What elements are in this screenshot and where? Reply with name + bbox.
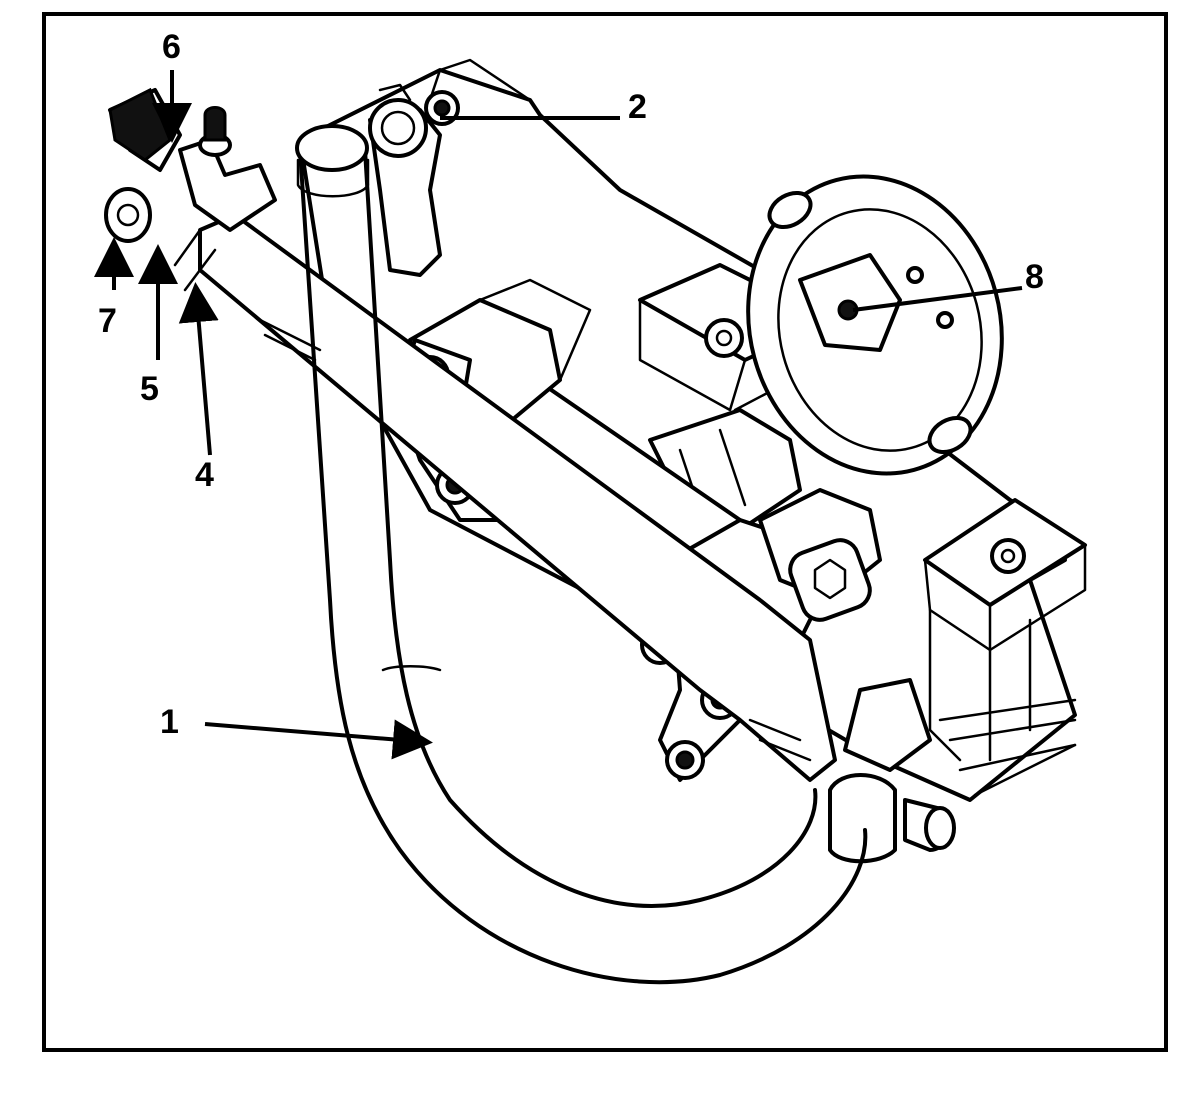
inlet-fitting bbox=[104, 87, 277, 243]
leader-line-8 bbox=[852, 286, 1023, 312]
outlet-manifold-tube bbox=[173, 213, 837, 782]
leader-line-4 bbox=[178, 282, 219, 456]
callout-8: 8 bbox=[1025, 258, 1044, 296]
diagram-frame bbox=[42, 12, 1168, 1052]
callout-2: 2 bbox=[628, 88, 647, 126]
callout-5: 5 bbox=[140, 370, 159, 408]
callout-4: 4 bbox=[195, 456, 214, 494]
flexible-hose bbox=[295, 124, 868, 985]
callout-7: 7 bbox=[98, 302, 117, 340]
callout-6: 6 bbox=[162, 28, 181, 66]
leader-line-1 bbox=[204, 719, 433, 760]
callout-1: 1 bbox=[160, 703, 179, 741]
mounting-flange bbox=[746, 174, 1004, 476]
unloader-elbow bbox=[828, 678, 956, 864]
top-fitting bbox=[368, 83, 460, 277]
